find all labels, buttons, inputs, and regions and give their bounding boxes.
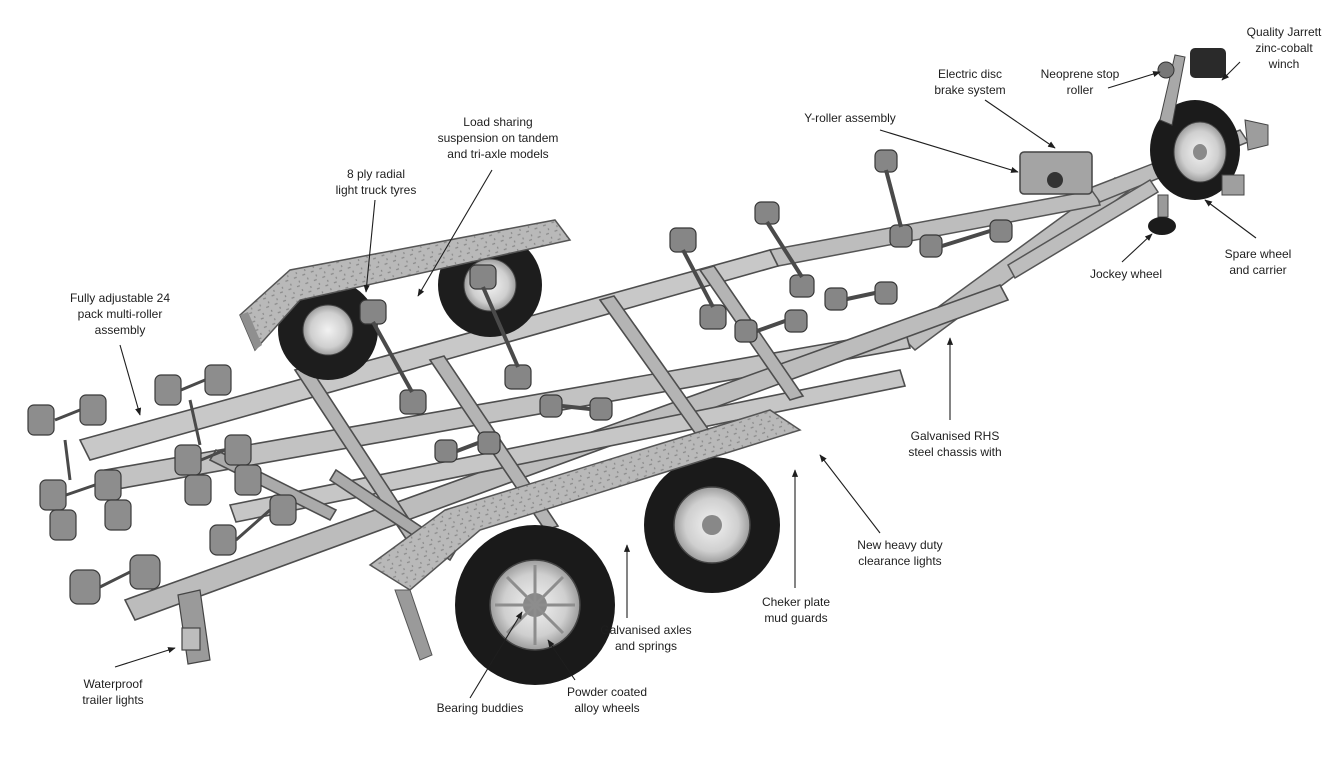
label-axles: Galvanised axles and springs (600, 623, 692, 653)
leader-spare-wheel (1204, 199, 1257, 239)
roller-brackets (371, 169, 991, 453)
multi-roller-assembly (27, 364, 297, 605)
label-winch: Quality Jarrett zinc-cobalt winch (1246, 25, 1322, 71)
rear-mudguard-assembly (239, 219, 572, 380)
leader-alloy-wheels (547, 639, 576, 681)
jockey-wheel (1148, 194, 1176, 235)
label-alloy-wheels: Powder coated alloy wheels (566, 685, 648, 715)
leader-tyres (363, 199, 376, 293)
multi-roller-frames (54, 378, 271, 589)
brake-unit (1019, 151, 1093, 195)
rear-lights (177, 589, 211, 665)
leader-winch (1221, 61, 1241, 81)
label-tyres: 8 ply radial light truck tyres (335, 167, 417, 197)
leader-bearing-buddies (469, 611, 523, 699)
leader-y-roller (879, 129, 1019, 173)
leader-trailer-lights (114, 647, 176, 668)
label-spare-wheel: Spare wheel and carrier (1224, 247, 1292, 277)
label-suspension: Load sharing suspension on tandem and tr… (437, 115, 559, 161)
label-stop-roller: Neoprene stop roller (1040, 67, 1120, 97)
label-clearance-lights: New heavy duty clearance lights (857, 538, 943, 568)
label-trailer-lights: Waterproof trailer lights (82, 677, 144, 707)
winch-post (1157, 48, 1226, 126)
leader-clearance-lights (819, 454, 881, 534)
tow-hitch (1221, 119, 1269, 196)
keel-rollers (359, 149, 1013, 463)
leader-multi-roller (119, 344, 142, 416)
label-multi-roller: Fully adjustable 24 pack multi-roller as… (69, 291, 171, 337)
leader-lines (114, 61, 1257, 699)
label-y-roller: Y-roller assembly (804, 111, 896, 125)
leader-jockey-wheel (1121, 233, 1153, 263)
label-chassis: Galvanised RHS steel chassis with (908, 429, 1002, 459)
leader-suspension (417, 169, 493, 297)
leader-brake (984, 99, 1056, 149)
label-bearing-buddies: Bearing buddies (436, 701, 524, 715)
label-mud-guards: Cheker plate mud guards (761, 595, 831, 625)
leader-stop-roller (1107, 71, 1161, 89)
front-mudguard-assembly (368, 409, 802, 685)
label-jockey-wheel: Jockey wheel (1089, 267, 1163, 281)
label-brake: Electric disc brake system (934, 67, 1006, 97)
